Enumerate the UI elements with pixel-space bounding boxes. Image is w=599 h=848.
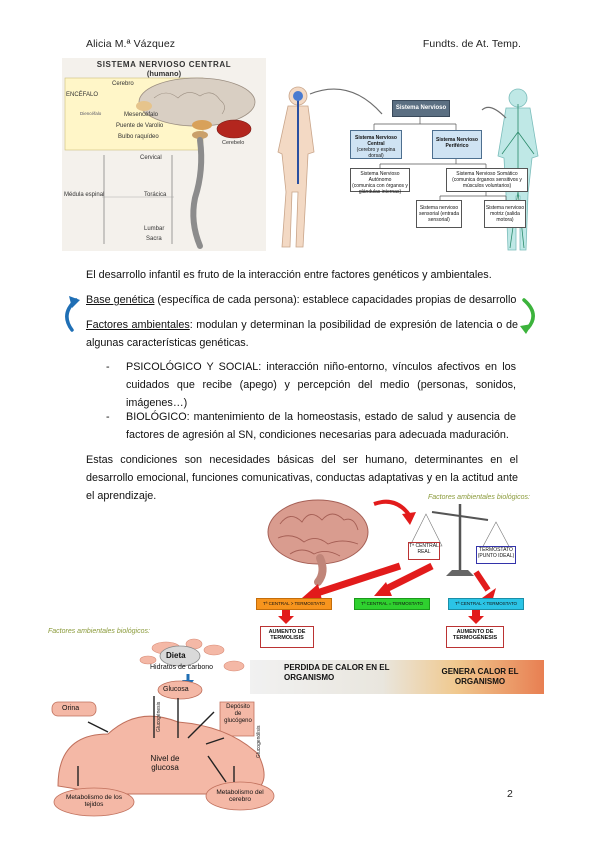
thermo-termostato: TERMOSTATO (PUNTO IDEAL): [476, 546, 516, 564]
thermo-perdida: PERDIDA DE CALOR EN EL ORGANISMO: [284, 663, 390, 682]
node-motriz-label: Sistema nervioso motriz (salida motora): [485, 205, 525, 223]
fig4-met-tejidos: Metabolismo de los tejidos: [66, 794, 122, 808]
node-snp-label: Sistema Nervioso Periférico: [436, 137, 478, 149]
figure-cns: SISTEMA NERVIOSO CENTRAL (humano) ENCÉFA…: [62, 58, 266, 251]
fig-cns-label-mesencefalo: Mesencéfalo: [124, 112, 159, 118]
fig4-orina: Orina: [62, 705, 80, 712]
fig4-glucogenesis-label: Glucogénesis: [156, 701, 162, 732]
thermo-central-real: Tª CENTRAL REAL: [408, 542, 440, 560]
node-snp: Sistema Nervioso Periférico: [432, 130, 482, 159]
header-course: Fundts. de At. Temp.: [422, 38, 521, 50]
fig4-title: Factores ambientales biológicos:: [48, 628, 150, 635]
fig-cns-title: SISTEMA NERVIOSO CENTRAL: [96, 60, 232, 69]
thermo-illustration: [250, 499, 544, 694]
fig-cns-label-lumbar: Lumbar: [144, 226, 165, 232]
node-autonomo: Sistema Nervioso Autónomo (comunica con …: [350, 168, 410, 195]
node-somatico-label: Sistema Nervioso Somático: [456, 171, 518, 177]
fig-cns-label-sacra: Sacra: [146, 236, 162, 242]
paragraph-ambientales: Factores ambientales: modulan y determin…: [86, 316, 518, 352]
fig4-glucosa: Glucosa: [163, 686, 189, 693]
node-motriz: Sistema nervioso motriz (salida motora): [484, 200, 526, 228]
term-base-genetica: Base genética: [86, 294, 155, 306]
header-author: Alicia M.ª Vázquez: [86, 38, 176, 50]
list-item-psicologico: PSICOLÓGICO Y SOCIAL: interacción niño-e…: [126, 361, 516, 409]
fig-cns-label-cerebro: Cerebro: [112, 81, 134, 87]
figure-nervous-system: Sistema Nervioso Sistema Nervioso Centra…: [270, 72, 540, 252]
node-somatico-sub: (comunica órganos sensitivos y músculos …: [452, 177, 522, 189]
thermo-box-equal: Tª CENTRAL = TERMOSTATO: [354, 598, 430, 610]
node-snc: Sistema Nervioso Central (cerebro y espi…: [350, 130, 402, 159]
node-sensorial-label: Sistema nervioso sensorial (entrada sens…: [418, 205, 460, 223]
fig4-dieta: Dieta: [166, 651, 186, 660]
cns-illustration: [64, 77, 256, 249]
term-factores-ambientales: Factores ambientales: [86, 319, 190, 331]
figure-glucose: Factores ambientales biológicos: Gluc: [48, 626, 284, 824]
thermo-genera: GENERA CALOR EL ORGANISMO: [441, 667, 519, 686]
thermo-termolisis: AUMENTO DE TERMOLISIS: [260, 626, 314, 648]
paragraph-intro: El desarrollo infantil es fruto de la in…: [86, 269, 492, 281]
node-sistema-nervioso: Sistema Nervioso: [392, 100, 450, 117]
node-autonomo-sub: (comunica con órganos y glándulas intern…: [352, 183, 408, 195]
page-number: 2: [507, 788, 513, 800]
node-somatico: Sistema Nervioso Somático (comunica órga…: [446, 168, 528, 192]
fig4-hidratos: Hidratos de carbono: [150, 664, 214, 671]
green-curved-arrow-icon: [520, 298, 535, 334]
text-factores-ambientales: : modulan y determinan la posibilidad de…: [86, 319, 518, 349]
bullet-dash-1: -: [106, 361, 110, 373]
figure-thermoregulation: Factores ambientales biológicos:: [250, 492, 550, 697]
list-item-biologico: BIOLÓGICO: mantenimiento de la homeostas…: [126, 411, 516, 441]
fig-cns-label-medula: Médula espinal: [64, 192, 105, 198]
fig-cns-label-encefalo: ENCÉFALO: [66, 92, 99, 98]
fig-cns-label-cervical: Cervical: [140, 155, 162, 161]
fig4-nivel: Nivel de glucosa: [150, 754, 180, 772]
fig-cns-label-puente: Puente de Varolio: [116, 123, 164, 129]
fig-cns-label-bulbo: Bulbo raquídeo: [118, 134, 159, 140]
thermo-termogenesis: AUMENTO DE TERMOGÉNESIS: [446, 626, 504, 648]
paragraph-genetica: Base genética (específica de cada person…: [86, 291, 526, 309]
thermo-box-greater: Tª CENTRAL > TERMOSTATO: [256, 598, 332, 610]
fig-cns-label-toracica: Torácica: [144, 192, 167, 198]
node-sensorial: Sistema nervioso sensorial (entrada sens…: [416, 200, 462, 228]
node-snc-sub: (cerebro y espina dorsal): [356, 147, 396, 159]
thermo-box-less: Tª CENTRAL < TERMOSTATO: [448, 598, 524, 610]
fig-cns-subtitle: (humano): [146, 69, 182, 78]
node-snc-label: Sistema Nervioso Central: [355, 135, 397, 147]
fig-cns-label-cerebelo: Cerebelo: [222, 140, 245, 146]
fig-cns-label-diencefalo: Diencéfalo: [80, 111, 102, 116]
fig3-title: Factores ambientales biológicos:: [428, 494, 530, 501]
paragraph-necesidades: Estas condiciones son necesidades básica…: [86, 454, 518, 502]
fig4-deposito: Depósito de glucógeno: [224, 704, 252, 724]
text-base-genetica: (específica de cada persona): establece …: [154, 294, 517, 306]
blue-curved-arrow-icon: [65, 296, 80, 332]
fig4-met-cerebro: Metabolismo del cerebro: [216, 789, 264, 803]
bullet-dash-2: -: [106, 411, 110, 423]
node-autonomo-label: Sistema Nervioso Autónomo: [360, 171, 400, 183]
fig4-glucogenolisis-label: Glucogenólisis: [256, 725, 262, 758]
glucose-illustration: Glucogénesis Glucogenólisis: [51, 638, 275, 817]
